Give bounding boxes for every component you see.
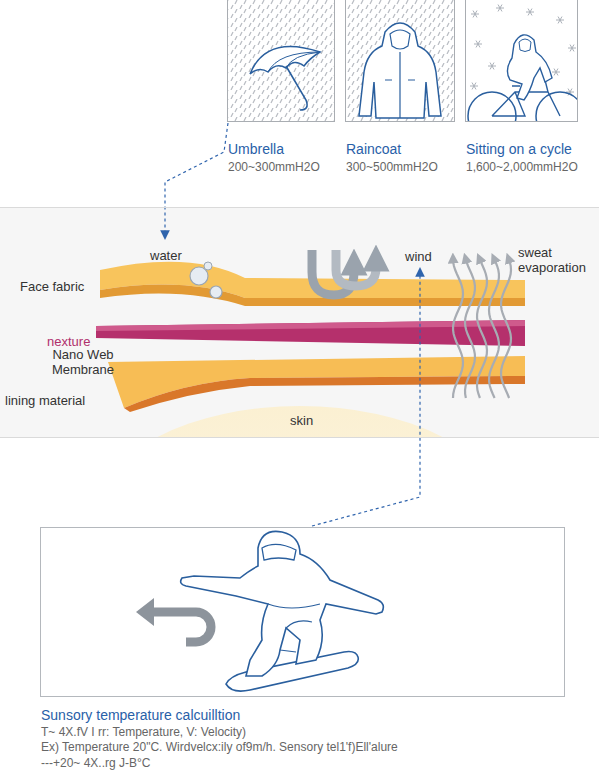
raincoat-box: Raincoat300~500mmH2O [345, 0, 455, 122]
snowboarder-picture [136, 531, 383, 691]
cyclist-picture [468, 5, 578, 122]
node-text: ---+20~ 4X..rg J-B°C [41, 756, 151, 770]
node-text: wind [405, 249, 432, 265]
fabric-panel: waterwindsweat evaporationFace fabricnex… [0, 207, 599, 438]
node-text: 1,600~2,000mmH2O [466, 160, 578, 174]
node-text: lining material [5, 393, 85, 409]
node-text: Nano Web Membrane [46, 348, 120, 378]
node-text: 300~500mmH2O [346, 160, 438, 174]
node-text: sweat evaporation [518, 246, 596, 276]
dashed-connector [165, 123, 228, 238]
raincoat-picture [345, 0, 455, 122]
snowboard-box: Sunsory temperature calcuilltionT~ 4X.fV… [40, 527, 565, 697]
node-heading: water [150, 248, 182, 264]
node-text: skin [290, 413, 313, 429]
fabric-layers [96, 250, 525, 438]
node-text: Face fabric [20, 279, 84, 295]
cycle-box: Sitting on a cycle1,600~2,000mmH2O [465, 0, 578, 122]
node-text: 200~300mmH2O [228, 160, 320, 174]
node-text: T~ 4X.fV I rr: Temperature, V: Velocity) [41, 725, 246, 739]
node-heading: Sitting on a cycle [466, 141, 572, 158]
umbrella-box: Umbrella200~300mmH2O [227, 0, 335, 122]
node-text: Ex) Temperature 20"C. Wirdvelcx:ily of9m… [41, 740, 398, 754]
umbrella-picture [227, 0, 335, 122]
dashed-connector [312, 269, 420, 526]
node-heading: Umbrella [228, 141, 284, 158]
node-heading: Sunsory temperature calcuilltion [41, 707, 240, 724]
node-heading: Raincoat [346, 141, 401, 158]
